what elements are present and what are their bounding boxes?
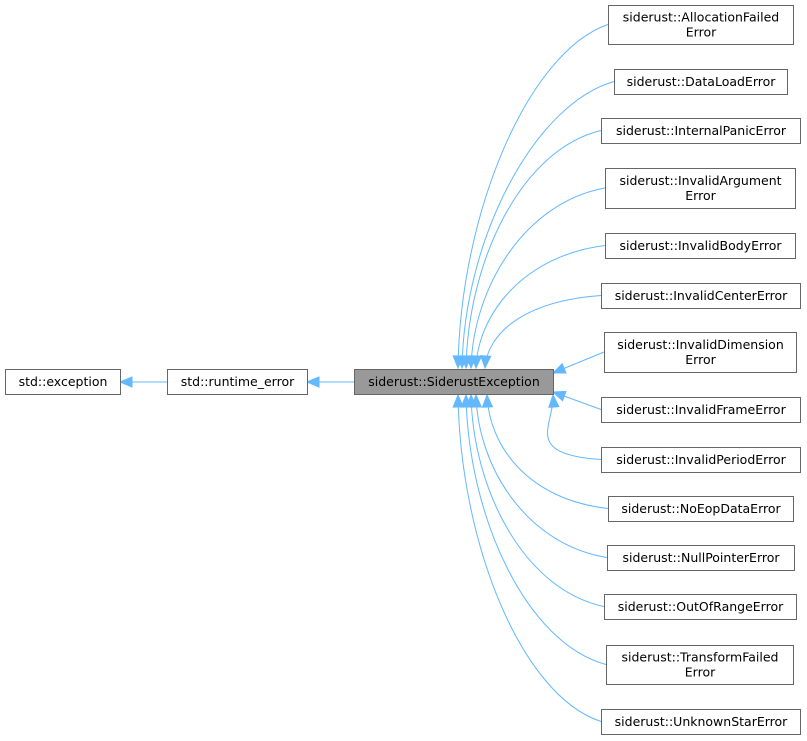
class-box bbox=[167, 369, 308, 395]
class-label-line: std::exception bbox=[19, 374, 108, 389]
class-label-line: siderust::InvalidBodyError bbox=[619, 238, 782, 253]
edge-transform_failed-to-siderust_exception bbox=[465, 394, 607, 665]
class-label-line: siderust::NoEopDataError bbox=[621, 501, 781, 516]
edge-unknown_star-to-siderust_exception-arrowhead bbox=[452, 393, 464, 408]
class-node-no-eop-data[interactable]: siderust::NoEopDataError bbox=[608, 496, 794, 522]
edge-out_of_range-to-siderust_exception bbox=[470, 394, 605, 607]
class-box bbox=[608, 5, 794, 45]
class-box bbox=[601, 709, 801, 735]
class-label-line: siderust::TransformFailed bbox=[622, 650, 779, 665]
edge-no_eop_data-to-siderust_exception bbox=[486, 394, 609, 509]
edge-invalid_body-to-siderust_exception-arrowhead bbox=[470, 355, 483, 370]
class-node-unknown-star[interactable]: siderust::UnknownStarError bbox=[601, 709, 801, 735]
class-box bbox=[604, 594, 797, 620]
class-box bbox=[5, 369, 121, 395]
class-label-line: siderust::InvalidFrameError bbox=[616, 402, 786, 417]
edge-std_runtime_error-to-std_exception-arrowhead bbox=[118, 376, 133, 388]
class-box bbox=[608, 496, 794, 522]
class-label-line: siderust::InternalPanicError bbox=[616, 123, 787, 138]
class-box bbox=[614, 69, 788, 95]
edge-invalid_body-to-siderust_exception bbox=[475, 245, 606, 369]
edge-transform_failed-to-siderust_exception-arrowhead bbox=[460, 393, 472, 408]
edge-invalid_center-to-siderust_exception-arrowhead bbox=[480, 355, 492, 370]
class-node-invalid-frame[interactable]: siderust::InvalidFrameError bbox=[601, 397, 801, 423]
class-box bbox=[601, 118, 801, 144]
class-label-line: siderust::InvalidDimension bbox=[617, 337, 784, 352]
class-label-line: siderust::NullPointerError bbox=[622, 550, 780, 565]
edge-null_pointer-to-siderust_exception bbox=[475, 394, 608, 558]
edge-internal_panic-to-siderust_exception bbox=[465, 130, 602, 369]
edge-allocation_failed-to-siderust_exception bbox=[457, 24, 609, 369]
edge-data_load-to-siderust_exception bbox=[461, 81, 615, 369]
class-label-line: siderust::InvalidPeriodError bbox=[616, 452, 786, 467]
class-node-invalid-body[interactable]: siderust::InvalidBodyError bbox=[605, 233, 796, 259]
class-node-invalid-period[interactable]: siderust::InvalidPeriodError bbox=[601, 447, 801, 473]
class-node-invalid-center[interactable]: siderust::InvalidCenterError bbox=[601, 283, 801, 309]
edge-invalid_period-to-siderust_exception-arrowhead bbox=[548, 393, 560, 408]
edge-invalid_center-to-siderust_exception bbox=[484, 295, 602, 369]
class-node-data-load[interactable]: siderust::DataLoadError bbox=[614, 69, 788, 95]
class-box bbox=[601, 397, 801, 423]
class-node-std-runtime-error[interactable]: std::runtime_error bbox=[167, 369, 308, 395]
class-box bbox=[601, 283, 801, 309]
class-label-line: siderust::InvalidArgument bbox=[619, 173, 781, 188]
class-node-out-of-range[interactable]: siderust::OutOfRangeError bbox=[604, 594, 797, 620]
class-label-line: Error bbox=[685, 352, 716, 367]
edge-unknown_star-to-siderust_exception bbox=[457, 394, 602, 722]
class-label-line: std::runtime_error bbox=[181, 374, 295, 389]
class-label-line: siderust::AllocationFailed bbox=[623, 10, 779, 25]
class-box bbox=[605, 233, 796, 259]
class-label-line: siderust::DataLoadError bbox=[627, 74, 777, 89]
class-box bbox=[607, 545, 795, 571]
class-box bbox=[605, 168, 796, 209]
class-box bbox=[604, 332, 797, 373]
edges-layer bbox=[118, 24, 615, 722]
class-node-siderust-exception[interactable]: siderust::SiderustException bbox=[354, 369, 554, 395]
class-label-line: siderust::SiderustException bbox=[368, 374, 540, 389]
class-box bbox=[354, 369, 554, 395]
class-box bbox=[606, 645, 794, 685]
edge-invalid_dimension-to-siderust_exception-arrowhead bbox=[551, 362, 567, 374]
class-label-line: siderust::OutOfRangeError bbox=[618, 599, 784, 614]
edge-siderust_exception-to-std_runtime_error-arrowhead bbox=[305, 376, 320, 388]
edge-invalid_argument-to-siderust_exception bbox=[470, 187, 606, 369]
class-node-std-exception[interactable]: std::exception bbox=[5, 369, 121, 395]
class-label-line: Error bbox=[685, 665, 716, 680]
class-node-null-pointer[interactable]: siderust::NullPointerError bbox=[607, 545, 795, 571]
class-label-line: Error bbox=[686, 25, 717, 40]
class-label-line: siderust::InvalidCenterError bbox=[615, 288, 788, 303]
class-node-internal-panic[interactable]: siderust::InternalPanicError bbox=[601, 118, 801, 144]
class-label-line: Error bbox=[685, 188, 716, 203]
edge-invalid_frame-to-siderust_exception-arrowhead bbox=[551, 390, 567, 402]
class-box bbox=[601, 447, 801, 473]
class-label-line: siderust::UnknownStarError bbox=[615, 714, 788, 729]
edge-no_eop_data-to-siderust_exception-arrowhead bbox=[481, 393, 494, 408]
